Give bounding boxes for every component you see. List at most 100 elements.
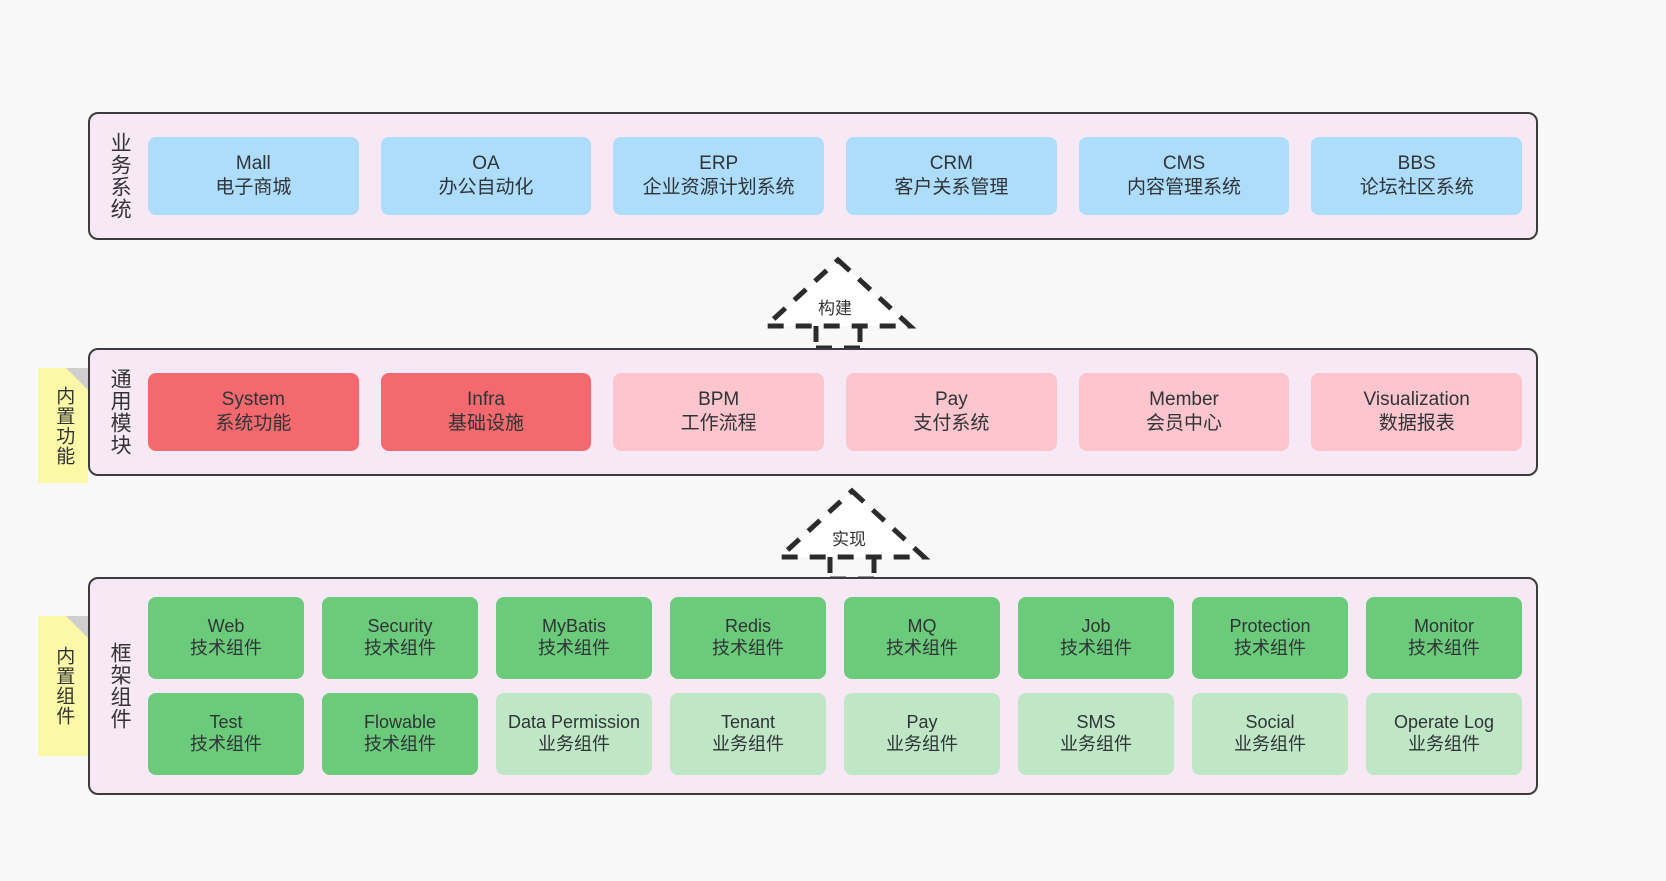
layer-common-modules: 通用模块 System 系统功能 Infra 基础设施 BPM 工作流程 Pay… bbox=[88, 348, 1538, 476]
card-data-permission[interactable]: Data Permission 业务组件 bbox=[496, 693, 652, 775]
card-web-sub: 技术组件 bbox=[190, 638, 262, 658]
card-flowable-name: Flowable bbox=[363, 712, 437, 733]
card-cms[interactable]: CMS 内容管理系统 bbox=[1078, 137, 1290, 215]
card-flowable[interactable]: Flowable 技术组件 bbox=[322, 693, 478, 775]
card-bpm-sub: 工作流程 bbox=[680, 413, 757, 434]
card-system-name: System bbox=[221, 388, 286, 410]
card-operate-log[interactable]: Operate Log 业务组件 bbox=[1366, 693, 1522, 775]
layer-business-systems-body: Mall 电子商城 OA 办公自动化 ERP 企业资源计划系统 CRM 客户关系… bbox=[148, 114, 1536, 238]
card-sms-name: SMS bbox=[1076, 712, 1116, 733]
card-security-sub: 技术组件 bbox=[364, 638, 436, 658]
card-protection[interactable]: Protection 技术组件 bbox=[1192, 597, 1348, 679]
connector-build-label: 构建 bbox=[818, 299, 852, 318]
card-web[interactable]: Web 技术组件 bbox=[148, 597, 304, 679]
card-system[interactable]: System 系统功能 bbox=[148, 373, 359, 451]
card-bbs[interactable]: BBS 论坛社区系统 bbox=[1311, 137, 1523, 215]
card-crm[interactable]: CRM 客户关系管理 bbox=[846, 137, 1057, 215]
card-pay-component-sub: 业务组件 bbox=[886, 734, 958, 754]
card-job-name: Job bbox=[1081, 616, 1111, 637]
card-bpm[interactable]: BPM 工作流程 bbox=[613, 373, 825, 451]
framework-tech-row: Web 技术组件 Security 技术组件 MyBatis 技术组件 Redi… bbox=[148, 597, 1522, 679]
note-fold-corner-icon bbox=[66, 368, 88, 390]
layer-framework-components-body: Web 技术组件 Security 技术组件 MyBatis 技术组件 Redi… bbox=[148, 579, 1536, 793]
card-pay-component-name: Pay bbox=[906, 712, 938, 733]
card-social[interactable]: Social 业务组件 bbox=[1192, 693, 1348, 775]
note-builtin-components: 内置组件 bbox=[38, 616, 88, 756]
card-data-permission-sub: 业务组件 bbox=[538, 734, 610, 754]
card-pay-component[interactable]: Pay 业务组件 bbox=[844, 693, 1000, 775]
card-infra-name: Infra bbox=[466, 388, 506, 410]
card-web-name: Web bbox=[207, 616, 245, 637]
card-data-permission-name: Data Permission bbox=[507, 712, 641, 733]
business-systems-row: Mall 电子商城 OA 办公自动化 ERP 企业资源计划系统 CRM 客户关系… bbox=[148, 137, 1523, 215]
card-flowable-sub: 技术组件 bbox=[364, 734, 436, 754]
card-erp[interactable]: ERP 企业资源计划系统 bbox=[613, 137, 825, 215]
card-visualization-sub: 数据报表 bbox=[1378, 413, 1455, 434]
card-mybatis[interactable]: MyBatis 技术组件 bbox=[496, 597, 652, 679]
card-crm-sub: 客户关系管理 bbox=[894, 177, 1009, 198]
card-cms-sub: 内容管理系统 bbox=[1127, 177, 1242, 198]
layer-common-modules-title: 通用模块 bbox=[108, 368, 132, 456]
card-crm-name: CRM bbox=[929, 152, 973, 174]
card-redis[interactable]: Redis 技术组件 bbox=[670, 597, 826, 679]
card-operate-log-sub: 业务组件 bbox=[1408, 734, 1480, 754]
card-bbs-sub: 论坛社区系统 bbox=[1359, 177, 1474, 198]
framework-business-row: Test 技术组件 Flowable 技术组件 Data Permission … bbox=[148, 693, 1522, 775]
card-mybatis-name: MyBatis bbox=[541, 616, 606, 637]
layer-framework-components: 框架组件 Web 技术组件 Security 技术组件 MyBatis 技术组件… bbox=[88, 577, 1538, 795]
card-mq[interactable]: MQ 技术组件 bbox=[844, 597, 1000, 679]
note-builtin-features: 内置功能 bbox=[38, 368, 88, 483]
card-erp-name: ERP bbox=[699, 152, 739, 174]
layer-common-modules-body: System 系统功能 Infra 基础设施 BPM 工作流程 Pay 支付系统… bbox=[148, 350, 1536, 474]
card-oa-sub: 办公自动化 bbox=[438, 177, 534, 198]
card-test-name: Test bbox=[209, 712, 243, 733]
connector-build-arrowhead bbox=[759, 256, 917, 329]
card-test[interactable]: Test 技术组件 bbox=[148, 693, 304, 775]
card-member-name: Member bbox=[1149, 388, 1219, 410]
card-social-name: Social bbox=[1245, 712, 1295, 733]
card-tenant[interactable]: Tenant 业务组件 bbox=[670, 693, 826, 775]
card-oa[interactable]: OA 办公自动化 bbox=[380, 137, 592, 215]
connector-implement: 实现 bbox=[772, 487, 932, 582]
card-job-sub: 技术组件 bbox=[1060, 638, 1132, 658]
card-system-sub: 系统功能 bbox=[215, 413, 292, 434]
card-bpm-name: BPM bbox=[698, 388, 740, 410]
card-protection-name: Protection bbox=[1229, 616, 1311, 637]
card-social-sub: 业务组件 bbox=[1234, 734, 1306, 754]
card-sms[interactable]: SMS 业务组件 bbox=[1018, 693, 1174, 775]
card-job[interactable]: Job 技术组件 bbox=[1018, 597, 1174, 679]
card-mall-sub: 电子商城 bbox=[215, 177, 292, 198]
card-pay-module[interactable]: Pay 支付系统 bbox=[846, 373, 1057, 451]
card-visualization[interactable]: Visualization 数据报表 bbox=[1311, 373, 1523, 451]
card-mall[interactable]: Mall 电子商城 bbox=[148, 137, 359, 215]
card-mall-name: Mall bbox=[235, 152, 271, 174]
card-tenant-name: Tenant bbox=[720, 712, 776, 733]
card-member[interactable]: Member 会员中心 bbox=[1078, 373, 1290, 451]
note-builtin-features-text: 内置功能 bbox=[53, 385, 75, 466]
connector-implement-arrowhead bbox=[773, 487, 931, 560]
layer-framework-components-title: 框架组件 bbox=[108, 642, 132, 730]
card-visualization-name: Visualization bbox=[1363, 388, 1470, 410]
card-pay-module-name: Pay bbox=[934, 388, 968, 410]
card-bbs-name: BBS bbox=[1397, 152, 1436, 174]
card-operate-log-name: Operate Log bbox=[1393, 712, 1495, 733]
layer-business-systems-title: 业务系统 bbox=[108, 132, 132, 220]
card-security-name: Security bbox=[367, 616, 433, 637]
card-monitor-name: Monitor bbox=[1413, 616, 1475, 637]
card-test-sub: 技术组件 bbox=[190, 734, 262, 754]
card-monitor[interactable]: Monitor 技术组件 bbox=[1366, 597, 1522, 679]
card-tenant-sub: 业务组件 bbox=[712, 734, 784, 754]
card-protection-sub: 技术组件 bbox=[1234, 638, 1306, 658]
card-erp-sub: 企业资源计划系统 bbox=[642, 177, 795, 198]
card-mq-name: MQ bbox=[907, 616, 937, 637]
card-member-sub: 会员中心 bbox=[1146, 413, 1223, 434]
note-builtin-components-text: 内置组件 bbox=[53, 646, 75, 726]
layer-business-systems: 业务系统 Mall 电子商城 OA 办公自动化 ERP 企业资源计划系统 CRM… bbox=[88, 112, 1538, 240]
card-security[interactable]: Security 技术组件 bbox=[322, 597, 478, 679]
connector-implement-label: 实现 bbox=[832, 530, 866, 549]
card-infra[interactable]: Infra 基础设施 bbox=[380, 373, 592, 451]
card-cms-name: CMS bbox=[1162, 152, 1206, 174]
card-monitor-sub: 技术组件 bbox=[1408, 638, 1480, 658]
card-infra-sub: 基础设施 bbox=[448, 413, 525, 434]
common-modules-row: System 系统功能 Infra 基础设施 BPM 工作流程 Pay 支付系统… bbox=[148, 373, 1523, 451]
